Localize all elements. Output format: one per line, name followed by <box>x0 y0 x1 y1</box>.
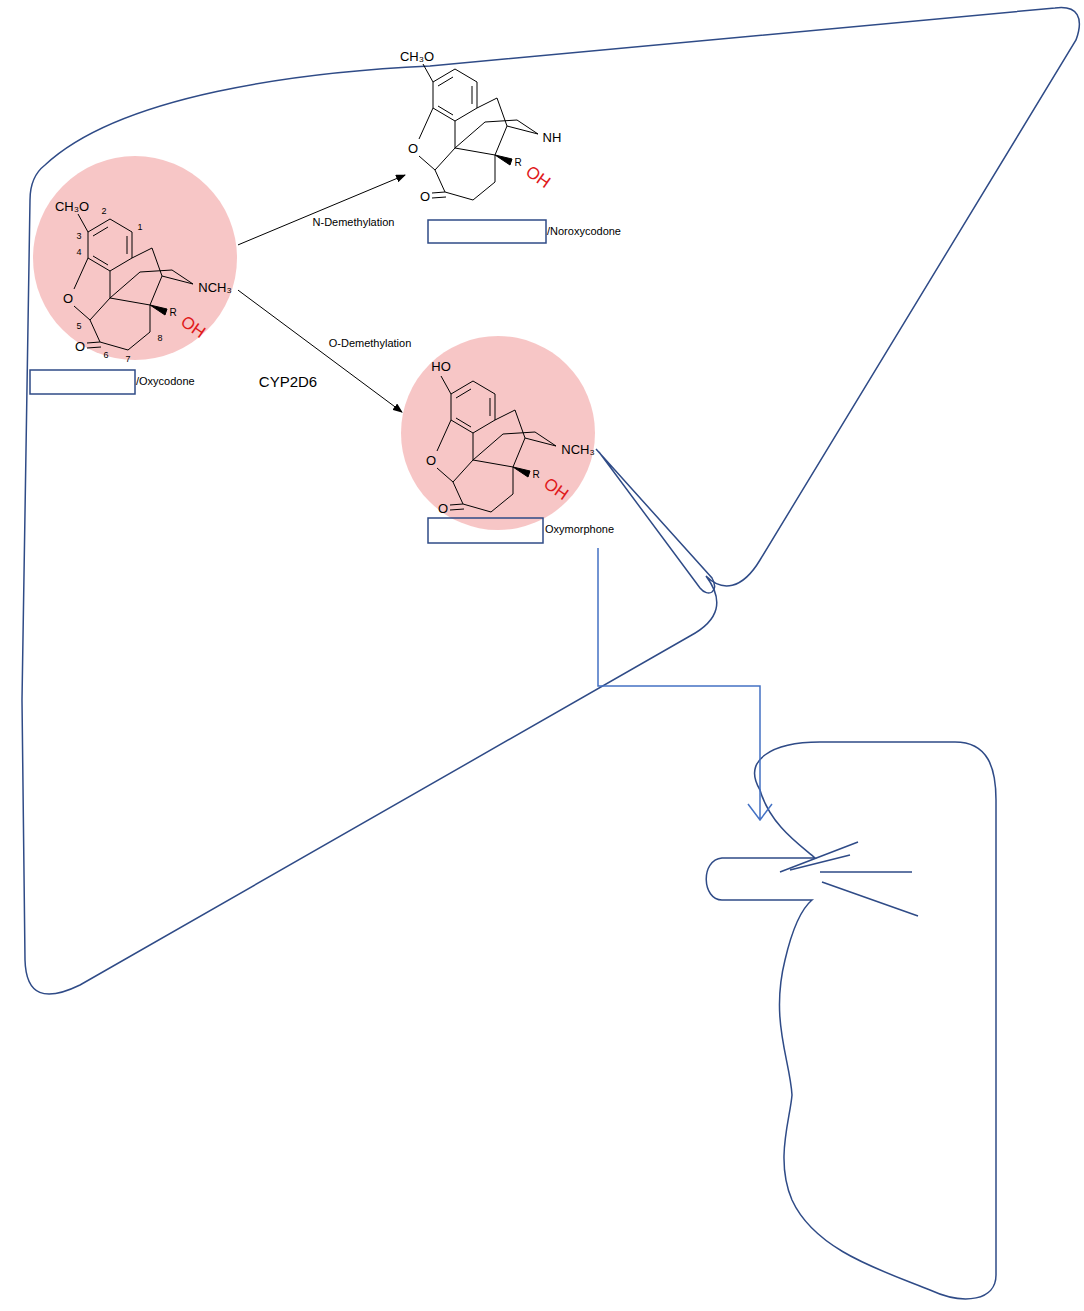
atom-label: OH <box>523 163 554 192</box>
atom-label: NCH₃ <box>198 281 231 294</box>
atom-label: HO <box>431 360 451 373</box>
callout-number: 2 <box>101 207 106 216</box>
compound-name: /Noroxycodone <box>547 225 621 237</box>
compound-name: Oxymorphone <box>545 523 614 535</box>
atom-label: CH₃O <box>55 200 89 213</box>
atom-label: O <box>408 142 418 155</box>
callout-number: 8 <box>157 334 162 343</box>
kidney-outline <box>706 742 996 1299</box>
stereo-label: R <box>532 470 539 480</box>
callout-number: 1 <box>137 223 142 232</box>
blank-box <box>428 220 546 243</box>
compound-region: /Noroxycodone <box>405 40 640 250</box>
oxymorphone-structure <box>437 376 556 512</box>
atom-label: O <box>426 454 436 467</box>
blank-box <box>30 370 135 394</box>
reaction-label: N-Demethylation <box>313 216 395 227</box>
callout-number: 6 <box>103 351 108 360</box>
atom-label: O <box>75 340 85 353</box>
atom-label: NCH₃ <box>561 443 594 456</box>
compound-name: /Oxycodone <box>136 375 195 387</box>
callout-number: 7 <box>125 355 130 364</box>
stereo-label: R <box>169 308 176 318</box>
highlight <box>401 336 595 530</box>
enzyme-label: CYP2D6 <box>259 374 317 389</box>
atom-label: O <box>63 292 73 305</box>
noroxycodone-structure <box>419 64 538 200</box>
callout-number: 5 <box>76 322 81 331</box>
reaction-arrow <box>238 175 405 245</box>
highlight <box>33 156 237 360</box>
callout-number: 4 <box>76 248 81 257</box>
stereo-label: R <box>514 158 521 168</box>
hilum-vessels <box>780 842 918 916</box>
atom-label: CH₃O <box>400 50 434 63</box>
atom-label: NH <box>543 131 562 144</box>
oxycodone-structure <box>74 214 193 350</box>
atom-label: O <box>438 502 448 515</box>
vessel-loop <box>596 449 715 593</box>
blank-box <box>428 518 543 543</box>
excretion-arrow <box>598 548 772 820</box>
compound-region: /Oxycodone <box>35 155 238 398</box>
callout-number: 3 <box>76 232 81 241</box>
reaction-label: O-Demethylation <box>329 338 412 349</box>
atom-label: O <box>420 190 430 203</box>
reaction-arrow <box>238 290 402 412</box>
liver-outline <box>22 8 1079 995</box>
